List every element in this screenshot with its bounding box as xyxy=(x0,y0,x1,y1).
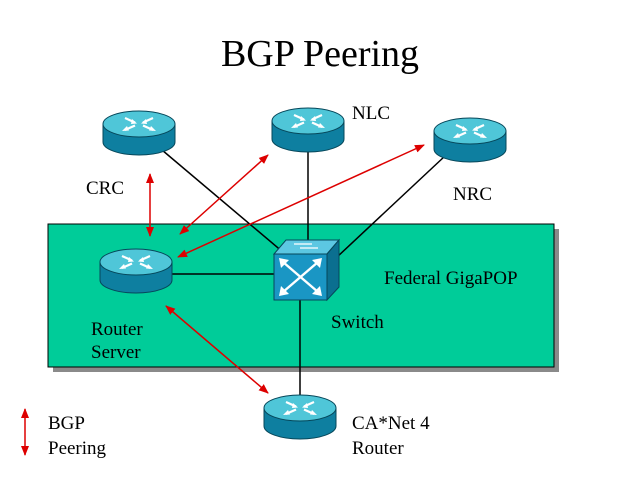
router-icon xyxy=(262,393,338,441)
router-icon xyxy=(98,247,174,295)
router-icon xyxy=(101,109,177,157)
router-server-label-line2: Server xyxy=(91,342,141,363)
page-title: BGP Peering xyxy=(220,33,420,75)
canet-label-line1: CA*Net 4 xyxy=(352,413,430,434)
peering-arrow-nrc xyxy=(177,144,425,258)
switch-label: Switch xyxy=(331,312,384,333)
legend-label-line2: Peering xyxy=(48,438,107,459)
nrc-label: NRC xyxy=(453,184,493,205)
peering-arrow-canet xyxy=(165,305,269,394)
gigapop-label: Federal GigaPOP xyxy=(384,268,518,289)
crc-label: CRC xyxy=(86,178,125,199)
router-server-label-line1: Router xyxy=(91,319,143,340)
legend-label-line1: BGP xyxy=(48,413,85,434)
router-icon xyxy=(432,116,508,164)
nlc-label: NLC xyxy=(352,103,390,124)
switch-icon xyxy=(272,238,341,302)
router-icon xyxy=(270,106,346,154)
canet-label-line2: Router xyxy=(352,438,404,459)
bgp-peering-arrows xyxy=(21,144,425,456)
